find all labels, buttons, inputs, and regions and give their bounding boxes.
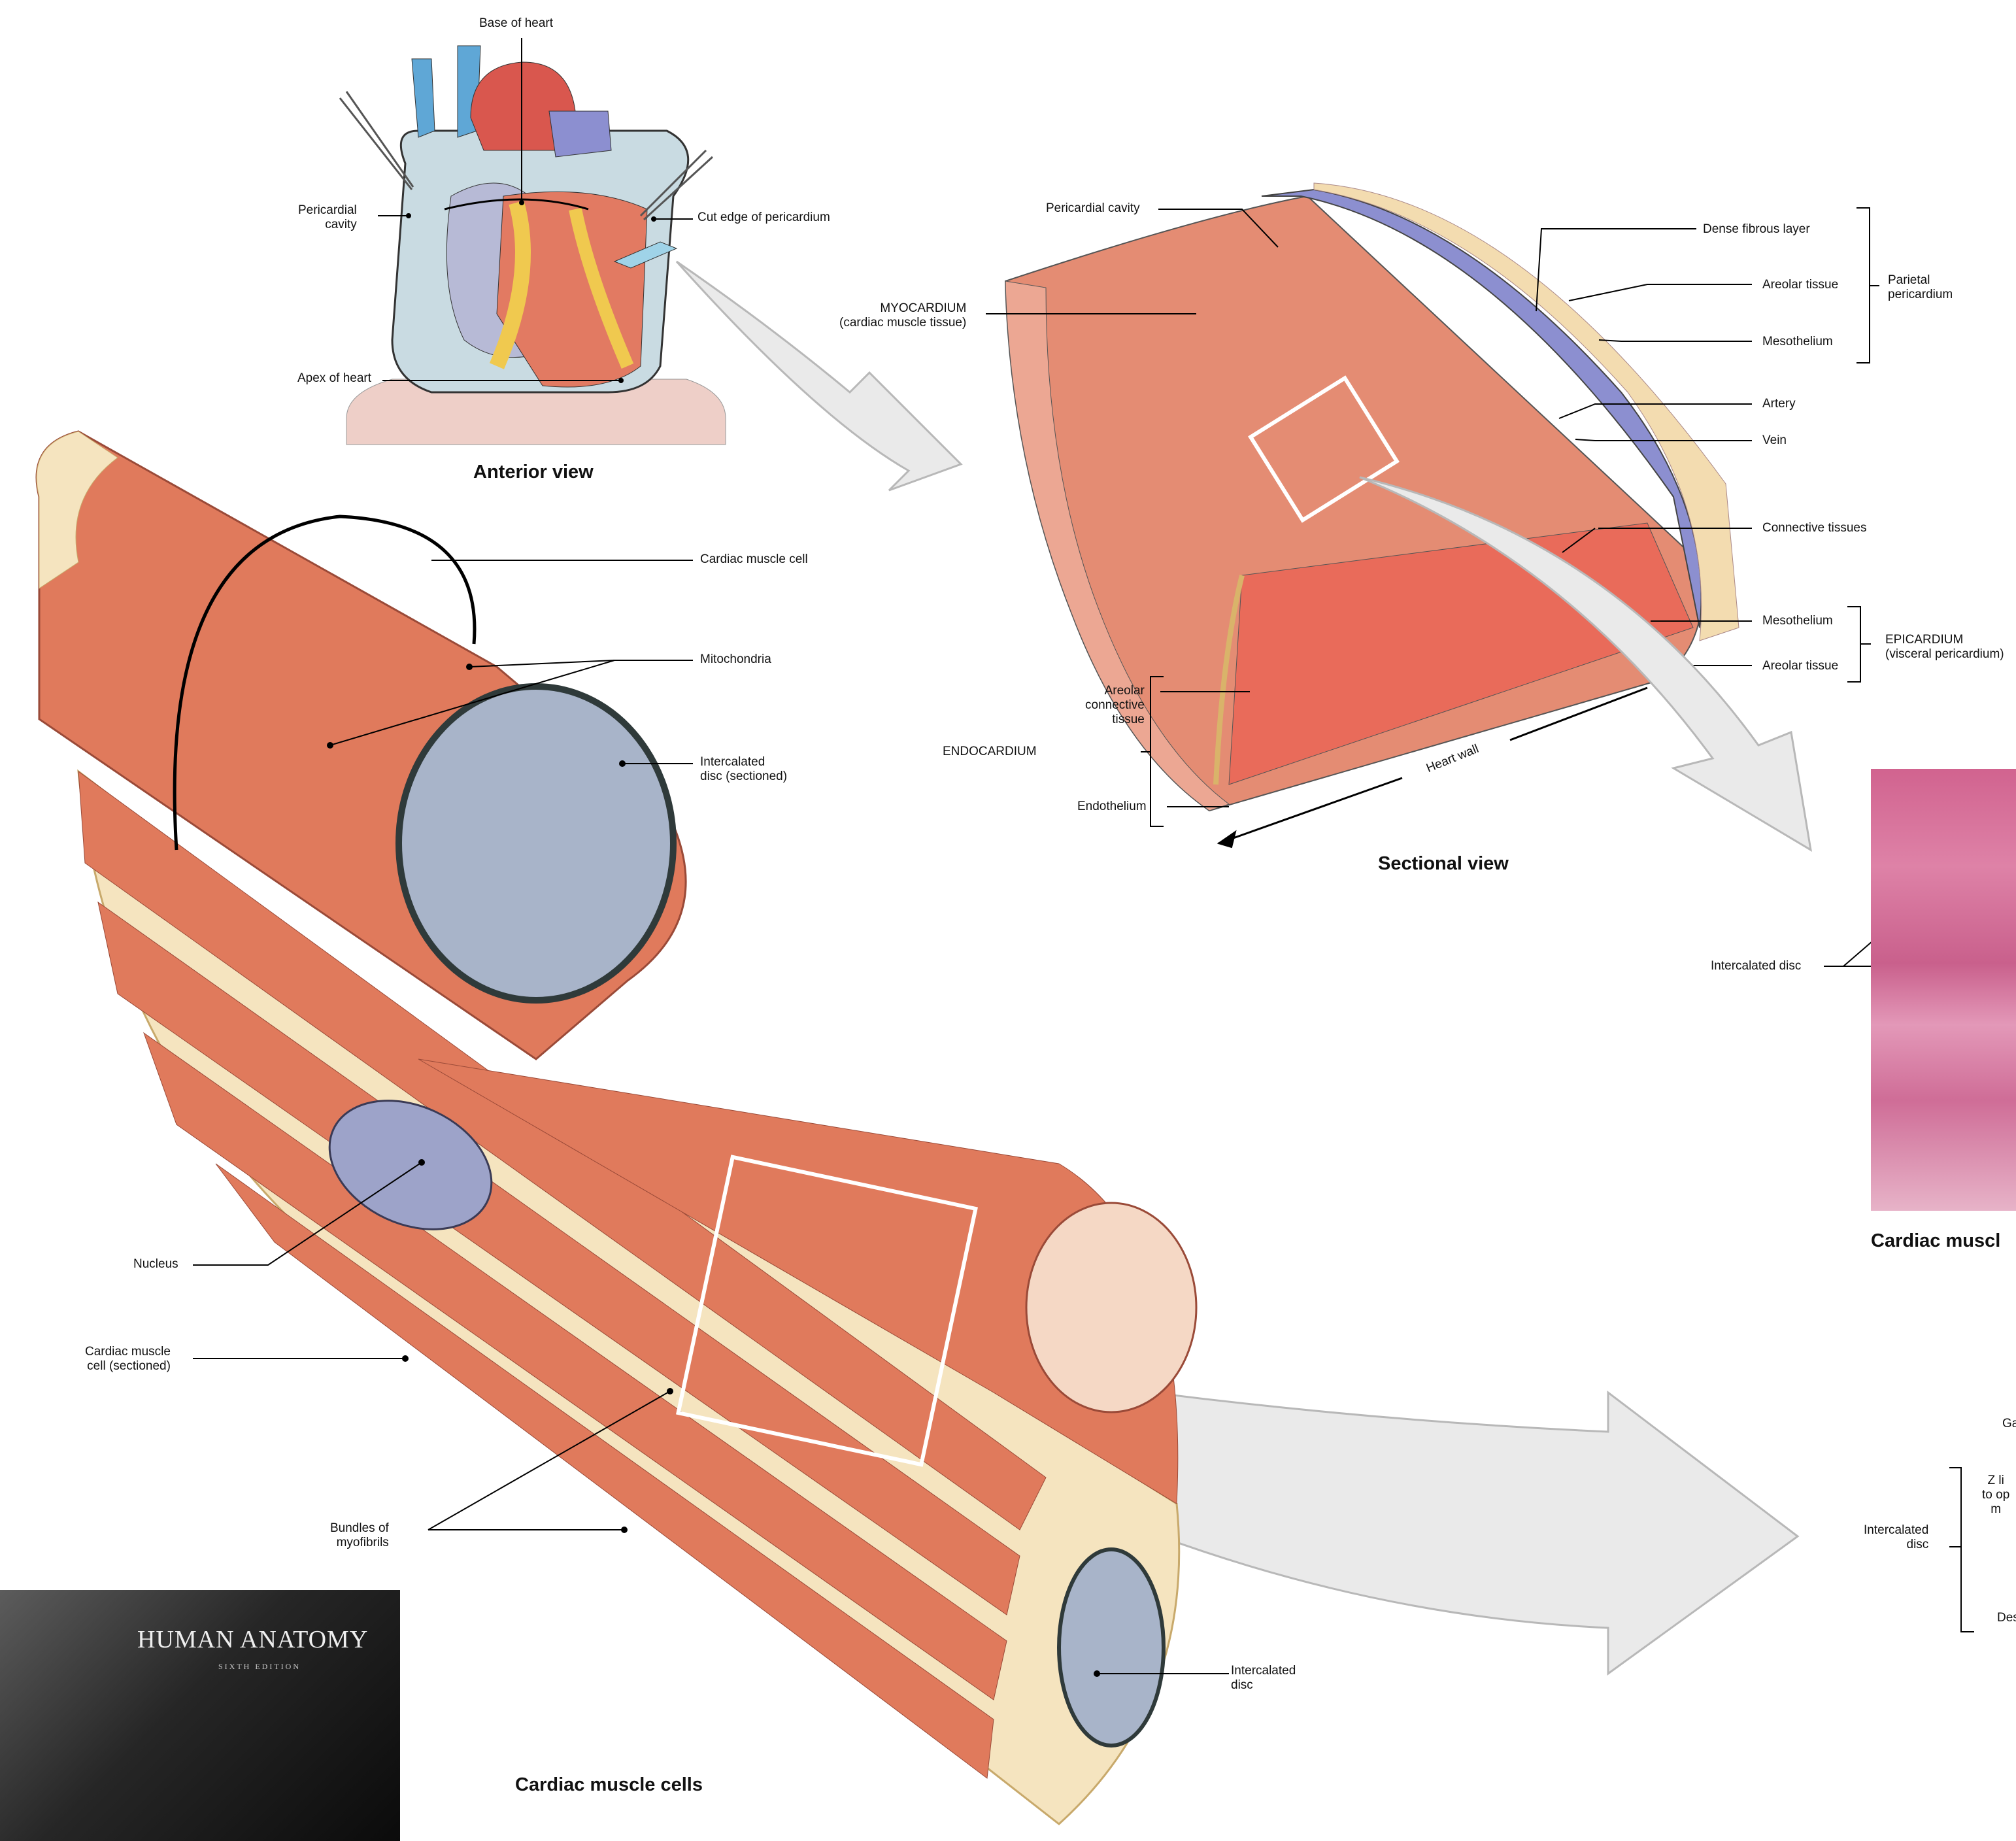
dot-intercalated-disc — [1094, 1670, 1100, 1677]
cell-cross-section — [1026, 1203, 1196, 1412]
intercalated-disc-end — [1059, 1549, 1164, 1746]
intercalated-disc-sectioned — [399, 686, 673, 1000]
bracket-parietal — [1856, 208, 1879, 363]
label-desmosome: Des — [1997, 1611, 2016, 1625]
label-artery: Artery — [1762, 397, 1796, 411]
dot-pericardial — [406, 213, 411, 218]
dot-cut-edge — [651, 216, 656, 222]
label-areolar-parietal: Areolar tissue — [1762, 278, 1838, 292]
label-intercalated-disc-sectioned: Intercalated disc (sectioned) — [700, 755, 787, 784]
dot-bundles-2 — [621, 1527, 628, 1533]
label-endothelium: Endothelium — [1077, 800, 1147, 814]
book-cover: HUMAN ANATOMY SIXTH EDITION — [0, 1590, 400, 1841]
label-pericardial-cavity: Pericardial cavity — [298, 203, 357, 232]
bracket-junction — [1949, 1468, 1974, 1632]
label-z-line: Z li to op m — [1982, 1474, 2009, 1517]
dot-base — [519, 200, 524, 205]
pulmonary-trunk — [549, 111, 611, 157]
label-cut-edge: Cut edge of pericardium — [697, 211, 830, 225]
label-nucleus: Nucleus — [133, 1257, 178, 1272]
title-sectional-view: Sectional view — [1378, 853, 1509, 875]
label-vein: Vein — [1762, 433, 1787, 448]
label-endocardium: ENDOCARDIUM — [943, 745, 1037, 759]
label-mitochondria: Mitochondria — [700, 652, 771, 667]
label-dense-fibrous: Dense fibrous layer — [1703, 222, 1810, 237]
dot-bundles-1 — [667, 1388, 673, 1394]
heart-wall-arrowhead — [1218, 832, 1235, 847]
arrow-heart-to-section — [677, 262, 961, 490]
book-edition: SIXTH EDITION — [218, 1662, 301, 1672]
label-connective-tissues: Connective tissues — [1762, 521, 1866, 535]
bracket-epicardium — [1847, 607, 1871, 682]
label-base-of-heart: Base of heart — [479, 16, 553, 31]
label-cardiac-cell-sectioned: Cardiac muscle cell (sectioned) — [85, 1345, 171, 1374]
superior-vena-cava — [412, 59, 435, 137]
label-parietal-pericardium: Parietal pericardium — [1888, 273, 1953, 302]
histology-micrograph — [1871, 769, 2016, 1211]
title-cardiac-muscle-cells: Cardiac muscle cells — [515, 1774, 703, 1796]
label-micrograph-intercalated-disc: Intercalated disc — [1711, 959, 1801, 973]
heart-illustration — [340, 46, 726, 445]
label-apex: Apex of heart — [297, 371, 371, 386]
label-mesothelium-parietal: Mesothelium — [1762, 335, 1833, 349]
leader-areolar-parietal — [1569, 284, 1752, 301]
dot-nucleus — [418, 1159, 425, 1166]
dot-cell-sectioned — [402, 1355, 409, 1362]
label-myocardium: MYOCARDIUM (cardiac muscle tissue) — [839, 301, 966, 330]
label-areolar-connective: Areolar connective tissue — [1085, 684, 1145, 727]
label-junction-intercalated-disc: Intercalated disc — [1864, 1523, 1928, 1552]
dot-mito-2 — [327, 742, 333, 749]
leader-mesothelium-parietal — [1599, 340, 1752, 341]
label-cardiac-muscle-cell: Cardiac muscle cell — [700, 552, 808, 567]
dot-apex — [618, 378, 624, 383]
label-areolar-epicardium: Areolar tissue — [1762, 659, 1838, 673]
title-anterior-view: Anterior view — [473, 462, 594, 483]
title-micrograph-caption: Cardiac muscl — [1871, 1230, 2000, 1252]
label-mesothelium-epicardium: Mesothelium — [1762, 614, 1833, 628]
dot-intercalated-sectioned — [619, 760, 626, 767]
dot-mito-1 — [466, 664, 473, 670]
label-pericardial-cavity-section: Pericardial cavity — [1046, 201, 1140, 216]
book-title: HUMAN ANATOMY — [137, 1625, 368, 1654]
label-bundles-myofibrils: Bundles of myofibrils — [330, 1521, 389, 1550]
label-intercalated-disc: Intercalated disc — [1231, 1664, 1296, 1693]
label-epicardium: EPICARDIUM (visceral pericardium) — [1885, 633, 2004, 662]
label-gap-junction: Ga — [2002, 1417, 2016, 1431]
